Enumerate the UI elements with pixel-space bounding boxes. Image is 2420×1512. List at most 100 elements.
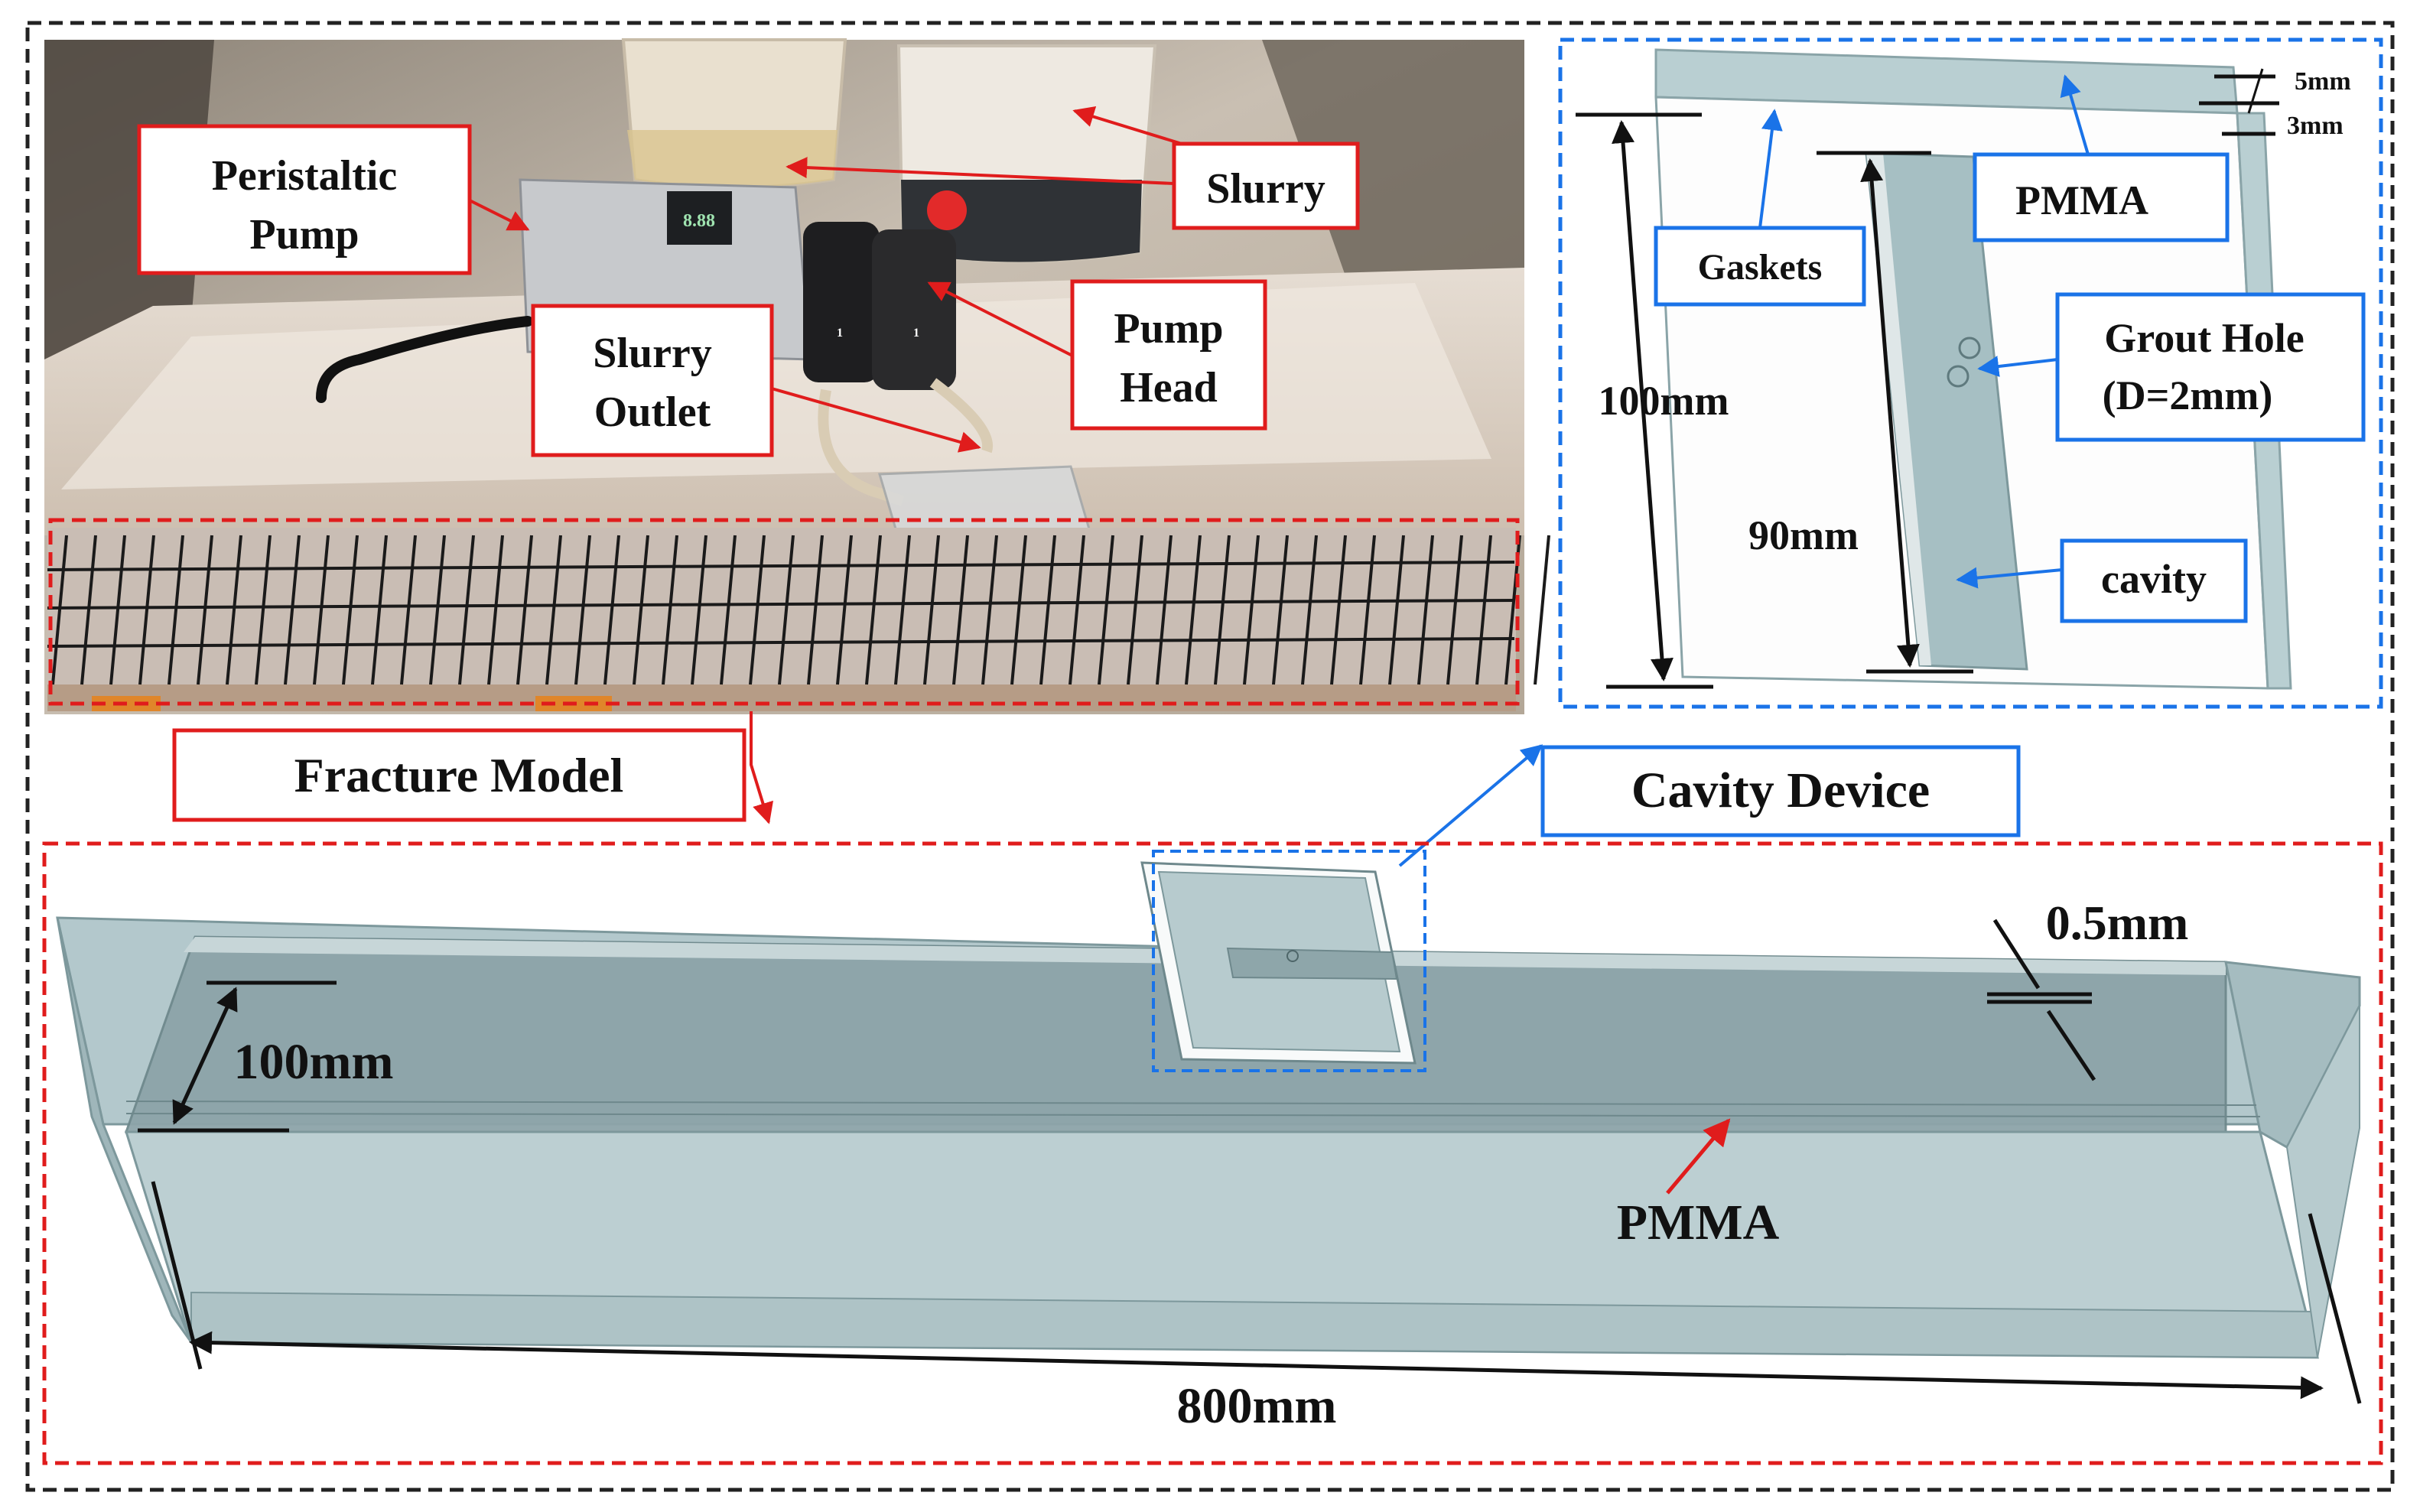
grid-vertical-line (342, 535, 359, 685)
grid-vertical-line (1330, 535, 1347, 685)
grid-vertical-line (1475, 535, 1492, 685)
arrow-pmma (1666, 1118, 1731, 1195)
grid-vertical-line (458, 535, 475, 685)
pump-display (667, 191, 732, 245)
grid-horizontal-line (47, 599, 1515, 610)
arrow-gaskets (1758, 109, 1783, 229)
grid-vertical-line (400, 535, 417, 685)
grid-vertical-line (429, 535, 446, 685)
fracture-model-label: Fracture Model (172, 728, 746, 822)
grid-vertical-line (516, 535, 533, 685)
svg-text:Fracture Model: Fracture Model (294, 748, 624, 802)
grid-vertical-line (923, 535, 940, 685)
arrow-slurry-outlet (771, 387, 981, 453)
grid-vertical-line (1098, 535, 1114, 685)
grid-vertical-line (168, 535, 184, 685)
dim-90mm: 90mm (1748, 512, 1859, 558)
grid-vertical-line (1301, 535, 1318, 685)
grid-vertical-line (1010, 535, 1027, 685)
svg-text:Grout Hole: Grout Hole (2104, 315, 2304, 361)
callout-grout-hole: Grout Hole (D=2mm) (2055, 292, 2366, 442)
pump-head-1 (803, 222, 880, 382)
arrow-slurry-1 (786, 157, 1175, 185)
svg-text:cavity: cavity (2101, 556, 2207, 602)
callout-pmma-inset: PMMA (1973, 152, 2230, 242)
arrow-pump (469, 199, 530, 231)
grid-vertical-line (865, 535, 882, 685)
dim-800mm: 800mm (1177, 1378, 1337, 1434)
dim-100mm-inset: 100mm (1599, 378, 1729, 424)
svg-text:Pump: Pump (249, 211, 359, 259)
svg-text:Gaskets: Gaskets (1698, 247, 1823, 288)
cavity-device-label: Cavity Device (1540, 745, 2021, 837)
arrow-fracture-model (750, 711, 773, 824)
grid-vertical-line (284, 535, 301, 685)
callout-slurry-outlet: Slurry Outlet (531, 304, 774, 457)
grid-vertical-line (603, 535, 620, 685)
dim-3mm: 3mm (2287, 112, 2344, 140)
grid-vertical-line (1359, 535, 1376, 685)
fracture-drawing-frame (42, 841, 2383, 1465)
grid-vertical-line (981, 535, 998, 685)
inset-dimensions (1576, 68, 2279, 689)
grid-vertical-line (1156, 535, 1173, 685)
grid-vertical-line (138, 535, 155, 685)
svg-text:Slurry: Slurry (593, 330, 712, 377)
grid-vertical-line (1534, 535, 1550, 685)
grid-vertical-line (487, 535, 504, 685)
grid-vertical-line (1417, 535, 1434, 685)
svg-text:Pump: Pump (1114, 305, 1223, 353)
outer-frame (25, 21, 2395, 1492)
svg-text:Slurry: Slurry (1206, 165, 1325, 213)
grid-vertical-line (633, 535, 649, 685)
grid-vertical-line (894, 535, 911, 685)
cavity-device-highlight (1152, 850, 1426, 1072)
grid-vertical-line (1039, 535, 1056, 685)
cavity-inset-frame (1558, 37, 2383, 709)
grid-vertical-line (749, 535, 766, 685)
svg-text:(D=2mm): (D=2mm) (2103, 372, 2273, 418)
grid-vertical-line (226, 535, 242, 685)
grid-vertical-line (662, 535, 678, 685)
arrow-cavity-device (1398, 744, 1543, 867)
arrow-pump-head (927, 281, 1073, 357)
pmma-label: PMMA (1617, 1195, 1780, 1250)
dim-5mm: 5mm (2295, 67, 2351, 96)
grid-vertical-line (1185, 535, 1202, 685)
grid-vertical-line (720, 535, 737, 685)
grid-vertical-line (371, 535, 388, 685)
grid-vertical-line (1272, 535, 1289, 685)
grid-horizontal-line (47, 561, 1515, 571)
svg-text:Cavity Device: Cavity Device (1631, 763, 1930, 818)
svg-text:8.88: 8.88 (683, 211, 715, 231)
arrow-cavity (1956, 567, 2063, 589)
svg-text:Outlet: Outlet (594, 389, 711, 436)
grid-vertical-line (778, 535, 795, 685)
grid-vertical-line (1388, 535, 1405, 685)
grid-vertical-line (1243, 535, 1260, 685)
svg-text:PMMA: PMMA (2015, 177, 2148, 223)
dim-0-5mm: 0.5mm (2046, 896, 2189, 950)
grid-vertical-line (545, 535, 562, 685)
grid-vertical-line (255, 535, 272, 685)
grid-vertical-line (51, 535, 68, 685)
fracture-dimensions (138, 919, 2362, 1404)
callout-cavity: cavity (2060, 538, 2248, 623)
callout-gaskets: Gaskets (1654, 226, 1866, 307)
pump-head-2 (872, 229, 956, 390)
grid-vertical-line (109, 535, 126, 685)
photo-fracture-highlight (48, 518, 1520, 706)
grid-vertical-line (836, 535, 853, 685)
grid-vertical-line (313, 535, 330, 685)
arrow-slurry-2 (1072, 106, 1182, 145)
svg-text:Peristaltic: Peristaltic (212, 152, 398, 200)
grid-vertical-line (1069, 535, 1085, 685)
fracture-3d-drawing (56, 861, 2361, 1359)
grid-vertical-line (807, 535, 824, 685)
grid-vertical-line (574, 535, 591, 685)
grid-vertical-line (691, 535, 707, 685)
svg-text:1: 1 (913, 327, 919, 340)
callout-slurry: Slurry (1172, 141, 1360, 230)
svg-text:1: 1 (837, 327, 843, 340)
